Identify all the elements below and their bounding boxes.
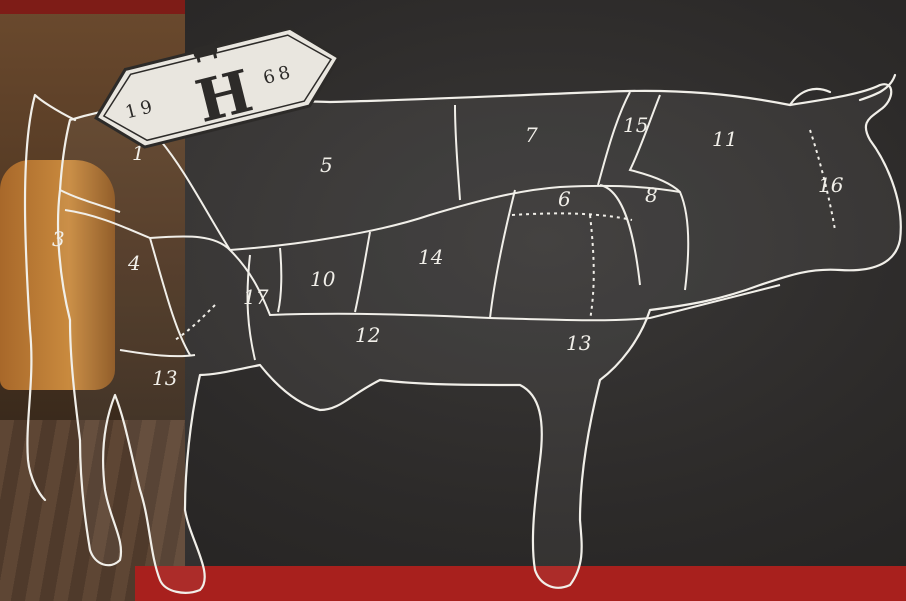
red-footer-band [135, 566, 906, 601]
cut-label: 6 [558, 187, 571, 211]
cut-label: 4 [127, 251, 141, 275]
cut-label: 17 [243, 285, 269, 309]
cut-lines [59, 91, 836, 361]
leather-chair [0, 160, 115, 390]
cut-label: 14 [418, 245, 443, 269]
cut-label: 12 [355, 323, 380, 347]
cut-label: 3 [52, 227, 65, 251]
cut-label: 15 [623, 113, 648, 137]
cut-label: 8 [645, 183, 658, 207]
bull-icon [192, 40, 220, 63]
cut-label: 7 [525, 123, 538, 147]
table-edge [0, 0, 185, 14]
logo-badge: 19 68 H [94, 26, 341, 149]
cut-label: 13 [566, 331, 591, 355]
cut-label: 11 [712, 127, 737, 151]
cut-label: 13 [152, 366, 177, 390]
cut-labels: 1 3 4 5 6 7 8 10 11 12 13 13 14 15 16 17 [52, 113, 844, 390]
cut-label: 16 [818, 173, 844, 197]
cow-silhouette [23, 73, 902, 594]
cut-label: 1 [132, 141, 145, 165]
cut-label: 5 [320, 153, 333, 177]
cut-label: 10 [310, 267, 336, 291]
